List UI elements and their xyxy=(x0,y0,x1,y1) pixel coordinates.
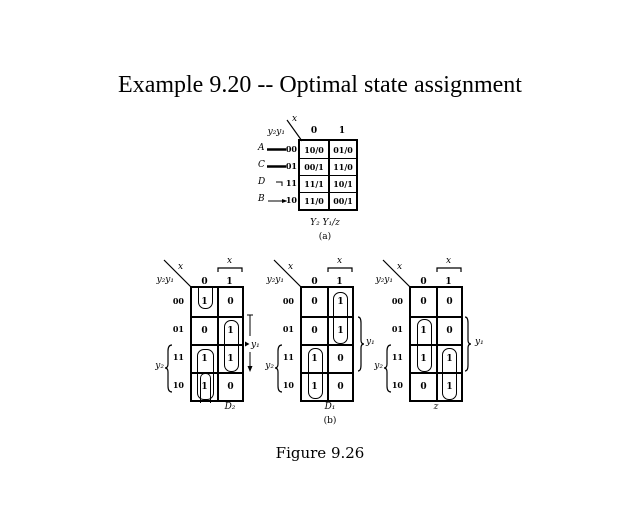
kmap-cell: 1 xyxy=(217,316,242,344)
state-table-col-header-1: 1 xyxy=(338,126,346,136)
kmap-cell: 0 xyxy=(311,297,318,307)
kmap-output-label: D₂ xyxy=(224,402,236,412)
state-cell: 10/0 xyxy=(304,144,324,155)
kmap-row-label: 00 xyxy=(282,296,294,306)
kmap-y2-brace-label: y₂ xyxy=(374,361,383,371)
kmap-cell: 1 xyxy=(302,344,327,372)
state-table: x y₂y₁ 0 1 A C D B 00 01 11 10 10/0 01/0… xyxy=(250,114,375,259)
group-oval xyxy=(308,348,323,399)
state-table-x-label: x xyxy=(292,114,298,124)
kmap-row-label: 10 xyxy=(282,380,294,390)
kmap-d1: x y₂y₁ x 0 1 00 01 11 10 0 1 0 1 1 0 1 0… xyxy=(242,256,387,436)
state-code: 10 xyxy=(285,195,297,205)
kmap-output-label: D₁ xyxy=(324,402,336,412)
kmap-cell: 0 xyxy=(217,372,242,400)
kmap-yy-label: y₂y₁ xyxy=(375,275,393,285)
kmap-row-label: 11 xyxy=(282,352,294,362)
state-name: B xyxy=(258,194,265,204)
group-oval xyxy=(197,349,214,400)
state-table-grid: 10/0 01/0 00/1 11/0 11/1 10/1 11/0 00/1 xyxy=(298,139,358,211)
kmap-d2: x y₂y₁ x 0 1 00 01 11 10 1 0 0 1 1 1 1 0… xyxy=(132,256,277,436)
group-oval xyxy=(198,288,213,309)
kmap-cell: 0 xyxy=(436,316,461,344)
group-oval xyxy=(224,320,239,372)
kmap-row-label: 01 xyxy=(391,324,403,334)
state-cell: 11/0 xyxy=(300,192,328,209)
state-table-col-header-0: 0 xyxy=(310,126,318,136)
kmap-row-label: 10 xyxy=(172,380,184,390)
kmap-col-header-0: 0 xyxy=(420,277,427,287)
kmap-cell: 1 xyxy=(436,344,461,372)
kmap-cell: 0 xyxy=(327,372,352,400)
kmap-row-label: 11 xyxy=(172,352,184,362)
kmap-y1-brace-label: y₁ xyxy=(366,337,375,347)
kmap-output-label: z xyxy=(433,402,439,412)
kmap-cell: 0 xyxy=(327,344,352,372)
kmap-cell: 1 xyxy=(217,344,242,372)
kmap-cell: 1 xyxy=(327,316,352,344)
kmap-y1-brace-label: y₁ xyxy=(475,337,484,347)
state-cell: 11/0 xyxy=(328,158,356,175)
state-table-output-label: Y₂ Y₁/z xyxy=(310,218,340,228)
kmap-cell: 1 xyxy=(411,316,436,344)
state-name: D xyxy=(258,177,266,187)
kmap-col-header-1: 1 xyxy=(226,277,233,287)
kmap-col-header-0: 0 xyxy=(201,277,208,287)
kmap-row-label: 00 xyxy=(391,296,403,306)
kmap-col-header-1: 1 xyxy=(336,277,343,287)
kmap-cell: 1 xyxy=(411,344,436,372)
group-oval xyxy=(333,292,348,344)
kmap-cell: 0 xyxy=(436,288,461,316)
group-oval xyxy=(200,373,211,403)
kmap-cell: 1 xyxy=(302,372,327,400)
kmap-cell: 0 xyxy=(420,297,427,307)
state-cell: 00/1 xyxy=(300,158,328,175)
kmap-y1-brace-label: y₁ xyxy=(251,340,260,350)
slide-title: Example 9.20 -- Optimal state assignment xyxy=(118,72,522,98)
kmap-row-label: 01 xyxy=(172,324,184,334)
kmap-cell: 1 xyxy=(192,344,217,372)
kmap-col-bracket-label: x xyxy=(226,256,233,266)
kmap-row-label: 10 xyxy=(391,380,403,390)
state-cell: 11/1 xyxy=(300,175,328,192)
state-code: 11 xyxy=(285,178,297,188)
state-name: C xyxy=(258,160,265,170)
state-name: A xyxy=(258,143,265,153)
kmap-x-label: x xyxy=(397,262,403,272)
kmap-cell: 0 xyxy=(411,372,436,400)
kmap-cell: 1 xyxy=(436,372,461,400)
kmap-cell: 0 xyxy=(217,288,242,316)
figure-caption: Figure 9.26 xyxy=(275,444,365,462)
group-oval xyxy=(442,348,457,400)
kmap-z: x y₂y₁ x 0 1 00 01 11 10 0 0 1 0 1 1 0 1… xyxy=(351,256,496,436)
kmap-y2-brace-label: y₂ xyxy=(155,361,164,371)
kmap-col-header-0: 0 xyxy=(311,277,318,287)
kmap-col-bracket-label: x xyxy=(336,256,343,266)
kmap-grid: 0 0 1 0 1 1 0 1 xyxy=(409,286,463,402)
group-oval xyxy=(417,319,432,372)
kmap-grid: 0 1 0 1 1 0 1 0 xyxy=(300,286,354,402)
kmap-col-header-1: 1 xyxy=(445,277,452,287)
kmap-cell: 0 xyxy=(192,316,217,344)
kmap-yy-label: y₂y₁ xyxy=(266,275,284,285)
kmap-row-label: 00 xyxy=(172,296,184,306)
state-cell: 10/1 xyxy=(328,175,356,192)
state-cell: 01/0 xyxy=(328,141,356,158)
kmap-cell: 1 xyxy=(327,288,352,316)
state-table-yy-label: y₂y₁ xyxy=(267,127,285,137)
state-cell: 00/1 xyxy=(328,192,356,209)
kmap-x-label: x xyxy=(288,262,294,272)
kmap-row-label: 01 xyxy=(282,324,294,334)
kmap-row-label: 11 xyxy=(391,352,403,362)
kmap-yy-label: y₂y₁ xyxy=(156,275,174,285)
sublabel-a: (a) xyxy=(318,232,332,242)
state-code: 00 xyxy=(285,144,297,154)
kmap-cell: 0 xyxy=(302,316,327,344)
kmap-x-label: x xyxy=(178,262,184,272)
sublabel-b: (b) xyxy=(323,416,337,426)
state-code: 01 xyxy=(285,161,297,171)
kmap-col-bracket-label: x xyxy=(445,256,452,266)
kmap-y2-brace-label: y₂ xyxy=(265,361,274,371)
